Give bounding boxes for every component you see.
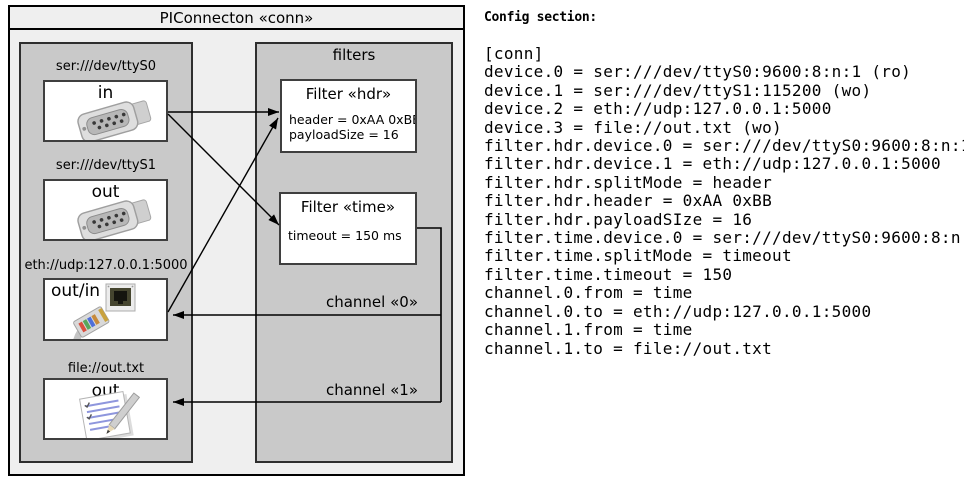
device-label-ttyS0: ser:///dev/ttyS0 [55, 59, 157, 74]
channel-1-label: channel «1» [325, 381, 418, 399]
config-line: device.3 = file://out.txt (wo) [484, 117, 782, 137]
config-line: filter.hdr.payloadSIze = 16 [484, 209, 753, 229]
config-line: filter.hdr.device.1 = eth://udp:127.0.0.… [484, 154, 941, 174]
device-direction: in [97, 83, 114, 103]
filters-compartment-title: filters [332, 46, 376, 64]
config-line: device.1 = ser:///dev/ttyS1:115200 (wo) [484, 80, 872, 100]
config-line: channel.1.from = time [484, 320, 693, 340]
ethernet-plug-icon [71, 306, 110, 339]
filter-title: Filter «time» [300, 198, 396, 216]
config-line: filter.time.device.0 = ser:///dev/ttyS0:… [484, 228, 964, 248]
device-label-eth: eth://udp:127.0.0.1:5000 [24, 258, 188, 273]
serial-connector-icon [77, 100, 152, 140]
filter-node-time: Filter «time» timeout = 150 ms [279, 192, 417, 265]
config-line: [conn] [484, 44, 544, 63]
device-node-eth: out/in [43, 278, 168, 341]
device-node-ttyS1: out [43, 179, 168, 241]
device-node-ttyS0: in [43, 80, 168, 142]
config-lines: [conn] device.0 = ser:///dev/ttyS0:9600:… [484, 44, 964, 358]
config-section: Config section: [conn] device.0 = ser://… [484, 10, 964, 358]
device-label-ttyS1: ser:///dev/ttyS1 [55, 158, 157, 173]
device-direction: out/in [51, 281, 101, 301]
config-line: channel.1.to = file://out.txt [484, 338, 773, 358]
config-line: channel.0.from = time [484, 283, 693, 303]
config-line: filter.hdr.splitMode = header [484, 172, 773, 192]
filter-title: Filter «hdr» [305, 85, 392, 103]
serial-connector-icon [77, 199, 152, 239]
config-line: filter.hdr.device.0 = ser:///dev/ttyS0:9… [484, 136, 964, 156]
config-line: device.0 = ser:///dev/ttyS0:9600:8:n:1 (… [484, 62, 912, 82]
config-heading: Config section: [484, 10, 597, 25]
connection-title: PIConnecton «conn» [8, 5, 465, 30]
filter-attr: header = 0xAA 0xBB [289, 112, 417, 127]
filter-node-hdr: Filter «hdr» header = 0xAA 0xBB payloadS… [280, 79, 417, 153]
config-line: filter.time.splitMode = timeout [484, 246, 792, 266]
filter-attributes: timeout = 150 ms [281, 228, 415, 243]
device-node-file: out [43, 378, 168, 440]
filter-attr: timeout = 150 ms [288, 228, 402, 243]
device-direction: out [91, 182, 120, 202]
channel-0-label: channel «0» [325, 293, 418, 311]
config-line: device.2 = eth://udp:127.0.0.1:5000 [484, 99, 832, 119]
device-label-file: file://out.txt [67, 361, 145, 376]
config-line: channel.0.to = eth://udp:127.0.0.1:5000 [484, 301, 872, 321]
filter-attr: payloadSize = 16 [289, 127, 399, 142]
filter-attributes: header = 0xAA 0xBB payloadSize = 16 [282, 112, 415, 142]
notepad-icon [79, 390, 141, 438]
ethernet-port-icon [105, 283, 136, 312]
config-line: filter.time.timeout = 150 [484, 264, 733, 284]
config-line: filter.hdr.header = 0xAA 0xBB [484, 191, 773, 211]
